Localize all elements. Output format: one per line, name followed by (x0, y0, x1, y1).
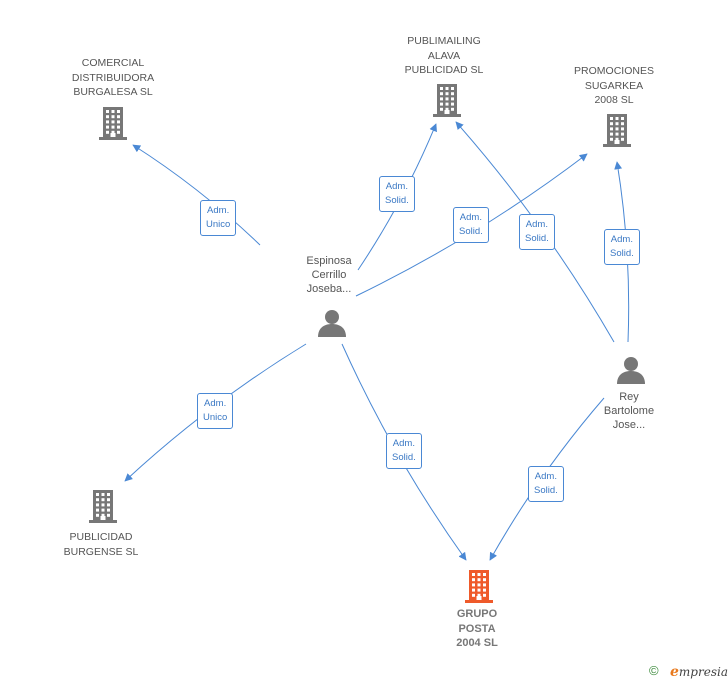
company-comercial-label: COMERCIAL DISTRIBUIDORA BURGALESA SL (48, 56, 178, 100)
company-node-grupo[interactable] (464, 569, 494, 608)
edge-label-line: Adm. (459, 212, 482, 223)
company-node-publimailing[interactable] (432, 83, 462, 122)
person-espinosa-label-line: Espinosa (306, 255, 352, 267)
edge-label-line: Adm. (534, 471, 557, 482)
edge-label-line: Unico (203, 412, 228, 423)
company-comercial-label-line: DISTRIBUIDORA (71, 71, 155, 84)
building-icon (89, 490, 117, 523)
edge-label-line: Solid. (525, 233, 549, 244)
company-promociones-label-line: 2008 SL (594, 94, 634, 106)
building-icon (603, 114, 631, 147)
edge-espinosa-comercial (132, 144, 261, 246)
edge-label-rey-publimailing[interactable]: Adm. Solid. (519, 214, 555, 250)
edge-label-espinosa-comercial[interactable]: Adm. Unico (200, 200, 237, 236)
company-comercial-label-line: BURGALESA SL (73, 86, 153, 98)
edge-label-line: Adm. (392, 438, 415, 449)
company-grupo-label-line: GRUPO (456, 608, 498, 620)
person-node-espinosa[interactable] (317, 308, 347, 343)
person-rey-label-line: Rey (619, 391, 639, 403)
edge-label-line: Adm. (204, 398, 227, 409)
company-node-promociones[interactable] (602, 113, 632, 152)
company-grupo-label-line: 2004 SL (456, 637, 498, 649)
edge-label-line: Solid. (392, 452, 416, 463)
edge-label-rey-grupo[interactable]: Adm. Solid. (528, 466, 564, 502)
brand-name: mpresia (678, 665, 728, 679)
edge-label-line: Adm. (525, 219, 548, 230)
company-publimailing-label: PUBLIMAILING ALAVA PUBLICIDAD SL (379, 34, 509, 78)
building-icon (99, 107, 127, 140)
edge-label-espinosa-publimailing[interactable]: Adm. Solid. (379, 176, 415, 212)
edge-label-line: Solid. (385, 195, 409, 206)
person-node-rey[interactable] (616, 355, 646, 390)
edge-label-line: Unico (206, 219, 231, 230)
building-icon (465, 570, 493, 603)
company-publicidad-label-line: BURGENSE SL (63, 545, 139, 558)
person-rey-label-line: Bartolome (603, 405, 655, 417)
edge-label-line: Solid. (534, 485, 558, 496)
company-publicidad-label-line: PUBLICIDAD (69, 531, 133, 543)
edge-label-espinosa-grupo[interactable]: Adm. Solid. (386, 433, 422, 469)
edge-label-line: Adm. (610, 234, 633, 245)
brand-initial: e (670, 664, 679, 680)
company-publimailing-label-line: PUBLIMAILING (407, 35, 481, 47)
edge-label-line: Solid. (459, 226, 483, 237)
company-promociones-label-line: SUGARKEA (584, 79, 644, 92)
edge-label-line: Adm. (207, 205, 230, 216)
person-icon (318, 310, 346, 337)
company-publicidad-label: PUBLICIDAD BURGENSE SL (36, 530, 166, 559)
building-icon (433, 84, 461, 117)
company-grupo-label-line: POSTA (458, 622, 496, 635)
company-comercial-label-line: COMERCIAL (81, 57, 145, 69)
edge-label-espinosa-publicidad[interactable]: Adm. Unico (197, 393, 234, 429)
company-node-publicidad[interactable] (88, 489, 118, 528)
edge-label-espinosa-promociones[interactable]: Adm. Solid. (453, 207, 489, 243)
person-espinosa-label-line: Joseba... (306, 283, 352, 295)
company-node-comercial[interactable] (98, 106, 128, 145)
company-publimailing-label-line: ALAVA (427, 49, 461, 62)
company-promociones-label: PROMOCIONES SUGARKEA 2008 SL (549, 64, 679, 108)
company-publimailing-label-line: PUBLICIDAD SL (404, 64, 484, 76)
person-espinosa-label-line: Cerrillo (311, 269, 347, 281)
person-icon (617, 357, 645, 384)
edge-label-rey-promociones[interactable]: Adm. Solid. (604, 229, 640, 265)
person-rey-label-line: Jose... (612, 419, 646, 431)
copyright-symbol: © (649, 663, 659, 678)
brand-logo[interactable]: empresia (670, 664, 728, 680)
edge-label-line: Adm. (385, 181, 408, 192)
company-grupo-label: GRUPO POSTA 2004 SL (412, 607, 542, 651)
edge-label-line: Solid. (610, 248, 634, 259)
company-promociones-label-line: PROMOCIONES (574, 65, 654, 77)
